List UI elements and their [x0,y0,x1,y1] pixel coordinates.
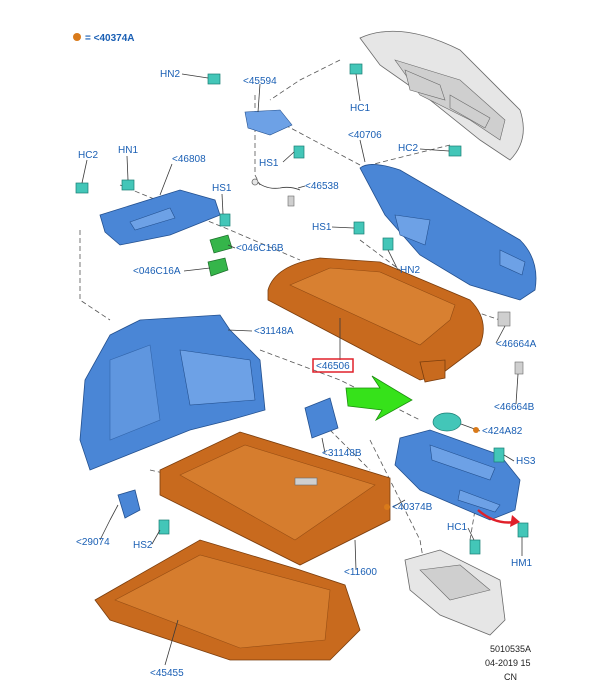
footer-code: 5010535A [490,644,531,654]
small-trim-panel [304,397,339,439]
label-hn2-right: HN2 [400,265,420,276]
label-11600: <11600 [344,567,377,578]
trunk-lid-inner-panel [359,30,524,161]
label-hn2-top: HN2 [160,69,180,80]
label-hn1: HN1 [118,145,138,156]
fasteners [75,63,529,555]
label-31148a: <31148A [254,326,294,337]
rear-scuff-plate [394,429,521,521]
label-46538: <46538 [305,181,339,192]
assembly-direction-arrow [345,375,413,422]
cover-disc [432,412,462,432]
label-40706: <40706 [348,130,382,141]
footer-date: 04-2019 15 [485,658,531,668]
label-40374b: <40374B [392,502,433,513]
legend-dot-40374b [384,504,390,510]
label-46808: <46808 [172,154,206,165]
footer-region: CN [504,672,517,682]
label-hc1-top: HC1 [350,103,370,114]
upper-small-bracket [244,109,293,136]
label-046c16a: <046C16A [133,266,181,277]
rear-cross-member [404,549,506,636]
floor-cover-panel [94,539,361,661]
label-hs3: HS3 [516,456,536,467]
label-hc2-left: HC2 [78,150,98,161]
label-hs1-mid: HS1 [259,158,279,169]
legend-dot-424a82 [473,427,479,433]
rotation-arrow-head [510,515,520,527]
load-floor-panel [159,431,391,566]
legend-text: = <40374A [85,33,135,44]
rear-parcel-shelf [267,257,484,383]
label-29074: <29074 [76,537,110,548]
label-hs1-left: HS1 [212,183,232,194]
label-46664b: <46664B [494,402,535,413]
cable-assembly [251,178,301,207]
green-clips [207,234,233,277]
left-upper-bracket [99,189,221,246]
label-31148b: <31148B [322,448,362,459]
leader-lines [81,73,523,666]
label-hm1: HM1 [511,558,533,569]
highlight-box-46506 [312,358,354,373]
left-quarter-trim [79,314,266,471]
label-hc2-right: HC2 [398,143,418,154]
label-424a82: <424A82 [482,426,523,437]
label-hs2: HS2 [133,540,153,551]
legend-dot [73,33,81,41]
label-46506: <46506 [316,361,350,372]
label-45594: <45594 [243,76,277,87]
label-046c16b: <046C16B [236,243,284,254]
label-hc1-bottom: HC1 [447,522,467,533]
label-45455: <45455 [150,668,184,679]
left-lower-bracket [117,489,141,519]
label-46664a: <46664A [496,339,537,350]
trunk-lid-trim-panel [359,164,537,301]
label-hs1-right: HS1 [312,222,332,233]
